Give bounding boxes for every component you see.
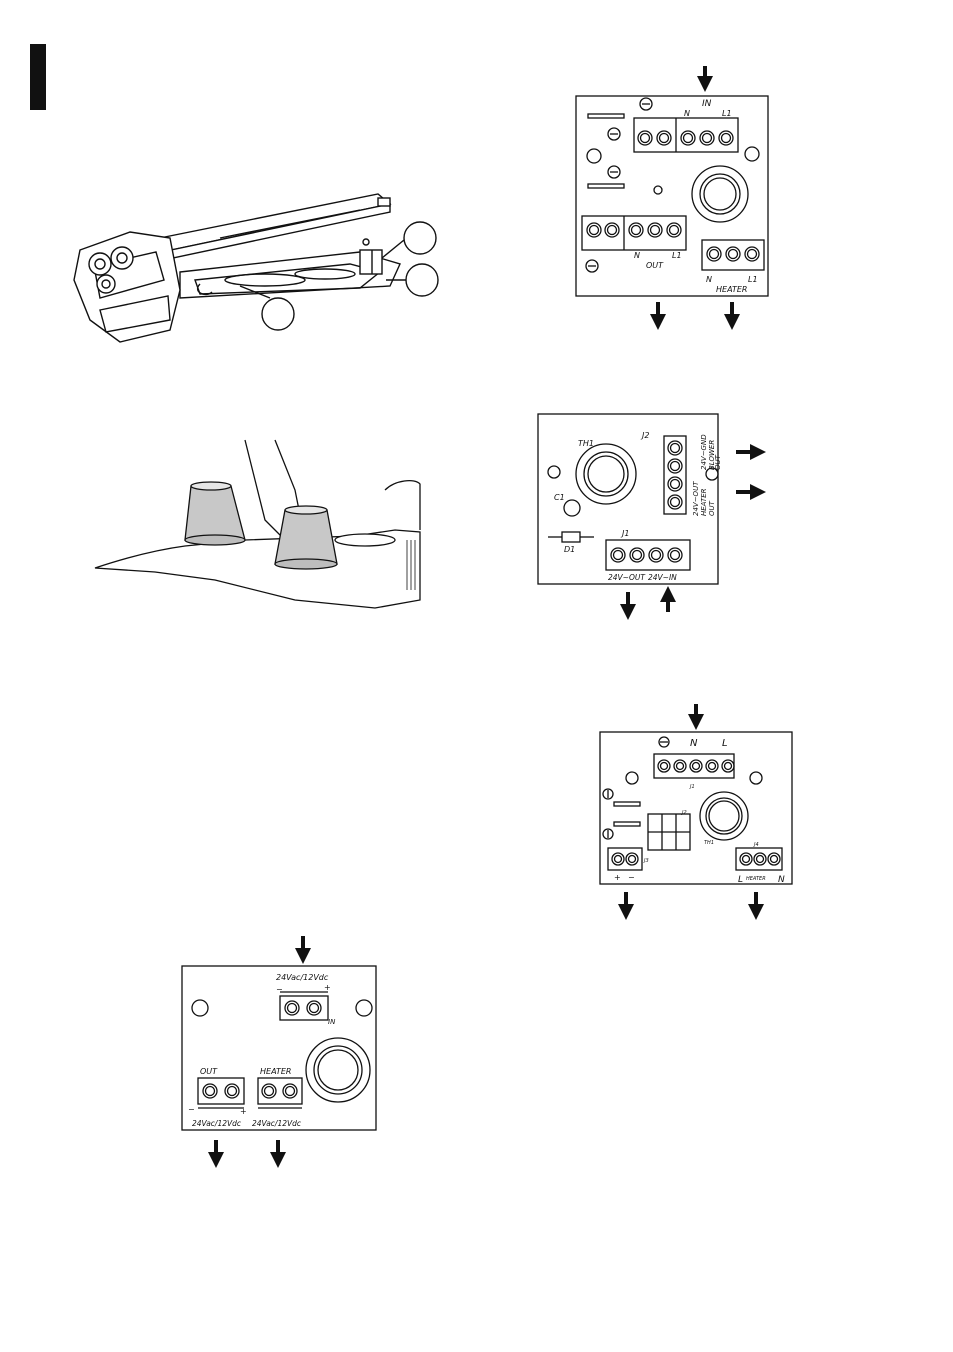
board-d-in-label: IN bbox=[328, 1018, 336, 1026]
board-a-heater-n: N bbox=[706, 275, 712, 284]
terminal-board-d: 24Vac/12Vdc − + IN OUT HEATER − + 24Vac/… bbox=[178, 934, 388, 1166]
board-b-j2-blower-out: OUT bbox=[714, 454, 722, 470]
board-c-l-label: L bbox=[722, 738, 728, 749]
terminal-board-c: N L J1 J2 TH1 J3 J4 + − L HEATER N bbox=[598, 702, 798, 918]
board-b-j2-heater-out: OUT bbox=[708, 500, 716, 516]
board-b-j2-heater: HEATER bbox=[700, 488, 708, 516]
board-b-j1-right: 24V~IN bbox=[648, 573, 677, 582]
board-c-j3: J3 bbox=[643, 858, 649, 864]
terminal-board-a: IN N L1 N L1 OUT N L1 HEATER bbox=[560, 60, 780, 330]
board-d-in-voltage: 24Vac/12Vdc bbox=[276, 973, 329, 982]
board-d-heater-voltage: 24Vac/12Vdc bbox=[252, 1119, 302, 1128]
board-d-in-plus: + bbox=[324, 983, 331, 992]
board-a-out-label: OUT bbox=[646, 261, 664, 270]
board-b-j1-left: 24V~OUT bbox=[608, 573, 646, 582]
board-a-l1-label: L1 bbox=[722, 109, 732, 118]
board-a-n-label: N bbox=[684, 109, 690, 118]
board-c-j1: J1 bbox=[689, 784, 695, 790]
board-d-heater-label: HEATER bbox=[260, 1067, 291, 1076]
board-a-heater-label: HEATER bbox=[716, 285, 747, 294]
board-b-j1: J1 bbox=[620, 529, 629, 538]
board-c-n-label: N bbox=[690, 738, 698, 749]
board-a-out-n: N bbox=[634, 251, 640, 260]
board-c-minus: − bbox=[628, 873, 635, 882]
board-c-j4: J4 bbox=[753, 842, 759, 848]
board-d-in-minus: − bbox=[276, 985, 283, 994]
board-b-d1: D1 bbox=[564, 545, 575, 554]
board-c-plus: + bbox=[614, 873, 621, 882]
board-d-out-label: OUT bbox=[200, 1067, 218, 1076]
board-b-th1: TH1 bbox=[578, 439, 594, 448]
board-b-j2-out: 24V~OUT bbox=[692, 481, 700, 516]
board-b-j2: J2 bbox=[640, 431, 649, 440]
board-c-j2: J2 bbox=[681, 810, 687, 816]
section-tab-marker bbox=[30, 44, 46, 110]
board-c-th1: TH1 bbox=[704, 840, 714, 846]
board-d-out-plus: + bbox=[240, 1107, 247, 1116]
board-b-j2-gnd: 24V~GND bbox=[700, 434, 708, 470]
housing-bracket-illustration bbox=[60, 180, 460, 360]
board-c-heater-n: N bbox=[778, 875, 785, 885]
board-a-out-l1: L1 bbox=[672, 251, 682, 260]
board-a-in-label: IN bbox=[702, 99, 712, 109]
board-a-heater-l1: L1 bbox=[748, 275, 758, 284]
board-d-out-voltage: 24Vac/12Vdc bbox=[192, 1119, 242, 1128]
terminal-board-b: TH1 J2 C1 D1 J1 24V~OUT 24V~IN 24V~GND B… bbox=[536, 412, 776, 622]
board-c-heater-l: L bbox=[738, 875, 743, 885]
board-d-out-minus: − bbox=[188, 1105, 195, 1114]
board-b-c1: C1 bbox=[554, 493, 565, 502]
cable-gland-caps-illustration bbox=[95, 440, 425, 615]
board-c-heater-label: HEATER bbox=[746, 876, 766, 882]
